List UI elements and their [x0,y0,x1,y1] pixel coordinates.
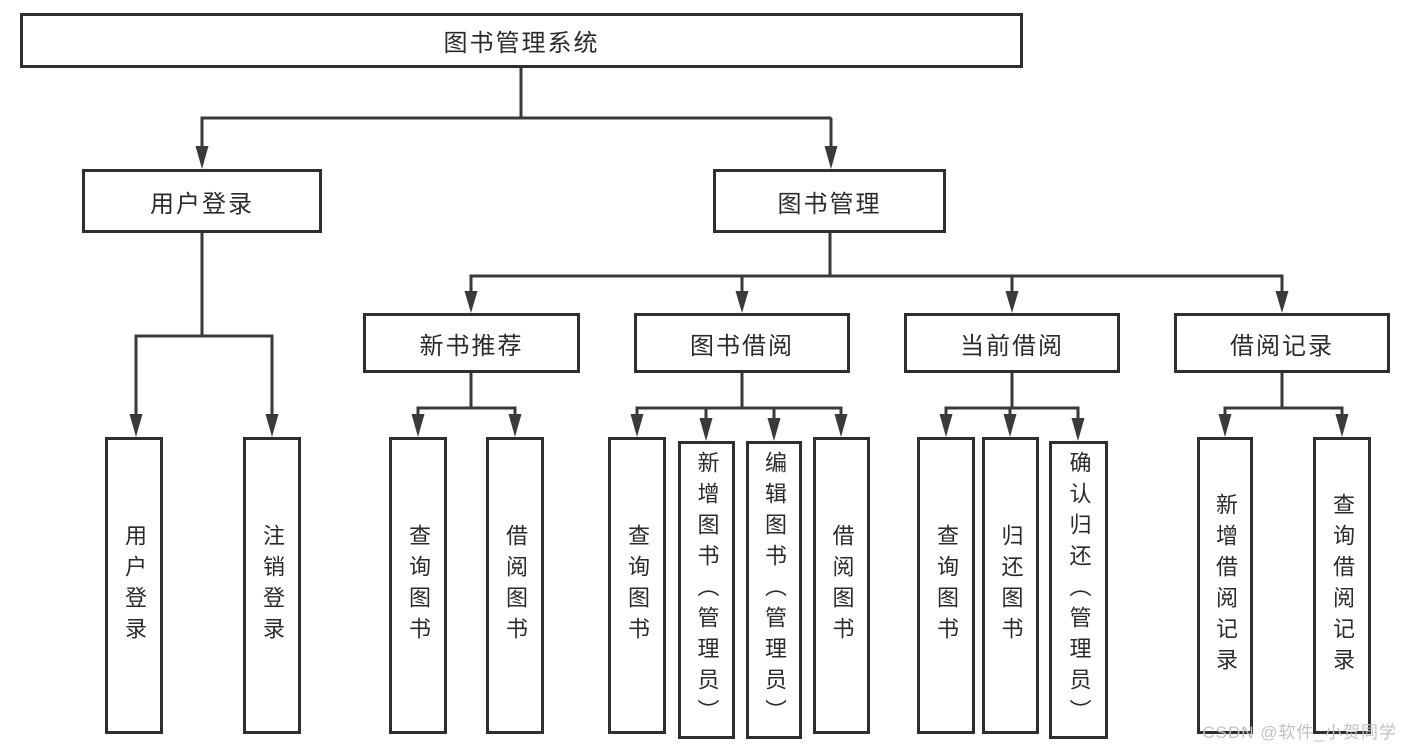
node-new-book-recommend: 新书推荐 [363,313,580,373]
leaf-edit-books-admin: 编辑图书（管理员） [746,441,802,739]
connector-login-to-leaves [134,233,274,416]
node-label: 当前借阅 [960,332,1064,360]
leaf-confirm-return-admin: 确认归还（管理员） [1049,441,1108,739]
leaf-query-books-borrow: 查询图书 [608,437,666,734]
node-label: 用户登录 [150,190,254,218]
leaf-query-borrow-record: 查询借阅记录 [1313,437,1371,734]
node-user-login: 用户登录 [82,169,322,233]
node-label: 新增借阅记录 [1213,492,1238,679]
leaf-query-books-recommend: 查询图书 [389,437,447,734]
node-label: 图书管理系统 [443,30,600,57]
node-label: 借阅图书 [503,523,528,648]
node-label: 查询图书 [406,523,431,648]
node-label: 新书推荐 [419,332,524,360]
connector-newbook-to-leaves [416,373,517,416]
node-label: 图书借阅 [690,332,794,360]
arrowheads-level3 [464,291,1289,313]
leaf-add-borrow-record: 新增借阅记录 [1197,437,1253,734]
arrowheads-current-leaves [939,414,1085,441]
csdn-watermark: CSDN @软件_小贺同学 [1202,723,1397,742]
node-label: 编辑图书（管理员） [762,450,787,730]
node-label: 新增图书（管理员） [694,450,720,730]
connector-root-to-level2 [200,67,833,148]
arrowheads-login-leaves [129,414,279,437]
connector-mgmt-to-level3 [469,233,1284,294]
node-label: 图书管理 [777,190,882,218]
arrowheads-records-leaves [1218,414,1349,437]
node-borrowing-records: 借阅记录 [1174,313,1390,373]
leaf-borrow-books: 借阅图书 [813,437,870,734]
connector-records-to-leaves [1223,373,1344,416]
arrowheads-level2 [195,146,838,169]
leaf-user-login: 用户登录 [105,437,163,734]
node-label: 查询借阅记录 [1330,492,1355,679]
node-book-borrowing: 图书借阅 [634,313,850,373]
arrowheads-newbook-leaves [411,414,522,437]
node-label: 查询图书 [934,523,959,648]
leaf-borrow-books-recommend: 借阅图书 [486,437,544,734]
leaf-add-books-admin: 新增图书（管理员） [678,441,735,739]
arrowheads-borrow-leaves [630,414,848,441]
node-label: 注销登录 [260,523,285,648]
leaf-logout: 注销登录 [243,437,301,734]
connector-current-to-leaves [944,373,1080,420]
node-label: 借阅记录 [1230,332,1334,360]
leaf-return-books: 归还图书 [982,437,1039,734]
node-label: 归还图书 [998,523,1024,648]
node-label: 用户登录 [122,523,147,648]
node-current-borrowing: 当前借阅 [904,313,1120,373]
node-book-management: 图书管理 [713,169,946,233]
node-library-system: 图书管理系统 [20,13,1023,68]
node-label: 查询图书 [625,523,650,648]
node-label: 借阅图书 [829,523,855,648]
connector-borrow-to-leaves [635,373,843,420]
node-label: 确认归还（管理员） [1066,450,1092,730]
leaf-query-books-current: 查询图书 [917,437,975,734]
